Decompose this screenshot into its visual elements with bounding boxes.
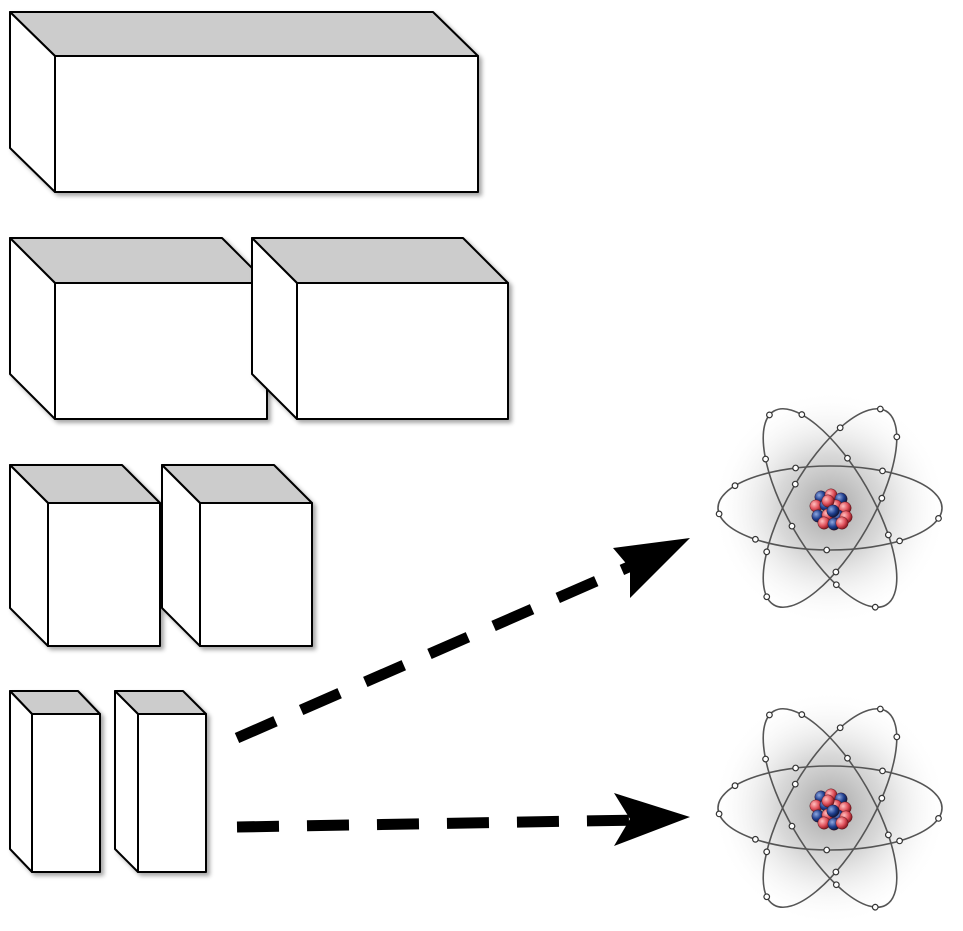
electron xyxy=(871,903,879,911)
electron xyxy=(878,494,886,502)
electron xyxy=(715,510,723,518)
electron xyxy=(876,405,884,413)
cube-left xyxy=(9,464,161,647)
nucleus xyxy=(809,488,853,531)
electron xyxy=(763,548,771,556)
electron xyxy=(823,546,831,554)
electron xyxy=(792,464,799,472)
electron xyxy=(762,455,769,463)
arrow-right-head xyxy=(614,793,690,846)
electron xyxy=(836,424,844,432)
electron xyxy=(896,837,903,845)
electron xyxy=(876,705,884,713)
electron xyxy=(763,893,771,901)
thin-block-left xyxy=(9,690,101,873)
electron xyxy=(731,782,739,790)
electron xyxy=(823,846,831,854)
arrow-up-shaft xyxy=(234,556,643,744)
dashed-arrow-right xyxy=(236,793,690,846)
electron xyxy=(832,568,840,576)
electron xyxy=(896,537,903,545)
electron xyxy=(879,767,886,775)
neutron xyxy=(826,504,840,518)
electron xyxy=(798,711,806,718)
half-block-right xyxy=(251,237,509,420)
arrow-right-shaft xyxy=(236,814,641,833)
electron xyxy=(832,581,840,589)
electron xyxy=(893,433,901,441)
orbit-3 xyxy=(762,705,901,909)
electron xyxy=(884,831,892,839)
large-block-front xyxy=(54,55,479,193)
electron xyxy=(763,848,771,856)
orbit-2 xyxy=(762,407,898,611)
thin-block-right-front xyxy=(137,713,207,873)
electron xyxy=(766,711,773,719)
arrow-up-head xyxy=(613,538,690,598)
large-block xyxy=(9,11,479,193)
thin-block-right-side xyxy=(114,690,139,873)
atom-icon xyxy=(712,690,948,926)
thin-block-left-front xyxy=(31,713,101,873)
electron xyxy=(791,780,799,788)
electron xyxy=(893,733,901,741)
electron xyxy=(935,514,942,522)
half-block-left-front xyxy=(54,282,268,420)
orbit-3 xyxy=(762,405,901,609)
half-block-left xyxy=(9,237,268,420)
electron xyxy=(798,411,806,418)
electron xyxy=(731,482,739,490)
electron xyxy=(762,755,769,763)
electron xyxy=(751,835,759,843)
proton xyxy=(835,516,849,530)
large-block-top xyxy=(9,11,479,57)
electron xyxy=(791,480,799,488)
electron xyxy=(751,535,759,543)
electron xyxy=(871,603,879,611)
electron xyxy=(884,531,892,539)
electron xyxy=(832,868,840,876)
electron xyxy=(788,522,796,530)
cube-left-front xyxy=(47,502,161,647)
electron xyxy=(836,724,844,732)
electron xyxy=(844,754,851,762)
proton xyxy=(835,816,849,830)
thin-block-right xyxy=(114,690,207,873)
dashed-arrow-up xyxy=(234,538,690,744)
electron xyxy=(788,822,796,830)
nucleus xyxy=(809,788,853,831)
orbit-1 xyxy=(715,764,943,854)
cube-right-front xyxy=(199,502,313,647)
orbit-1 xyxy=(715,464,943,554)
electron xyxy=(792,764,799,772)
electron xyxy=(878,794,886,802)
half-block-right-front xyxy=(296,282,509,420)
electron xyxy=(844,454,851,462)
electron xyxy=(935,814,942,822)
thin-block-left-side xyxy=(9,690,33,873)
electron xyxy=(766,411,773,419)
orbit-2 xyxy=(762,707,898,911)
atom-icon xyxy=(712,390,948,626)
neutron xyxy=(826,804,840,818)
electron xyxy=(832,881,840,889)
electron xyxy=(879,467,886,475)
cube-right xyxy=(161,464,313,647)
electron xyxy=(763,593,771,601)
electron xyxy=(715,810,723,818)
